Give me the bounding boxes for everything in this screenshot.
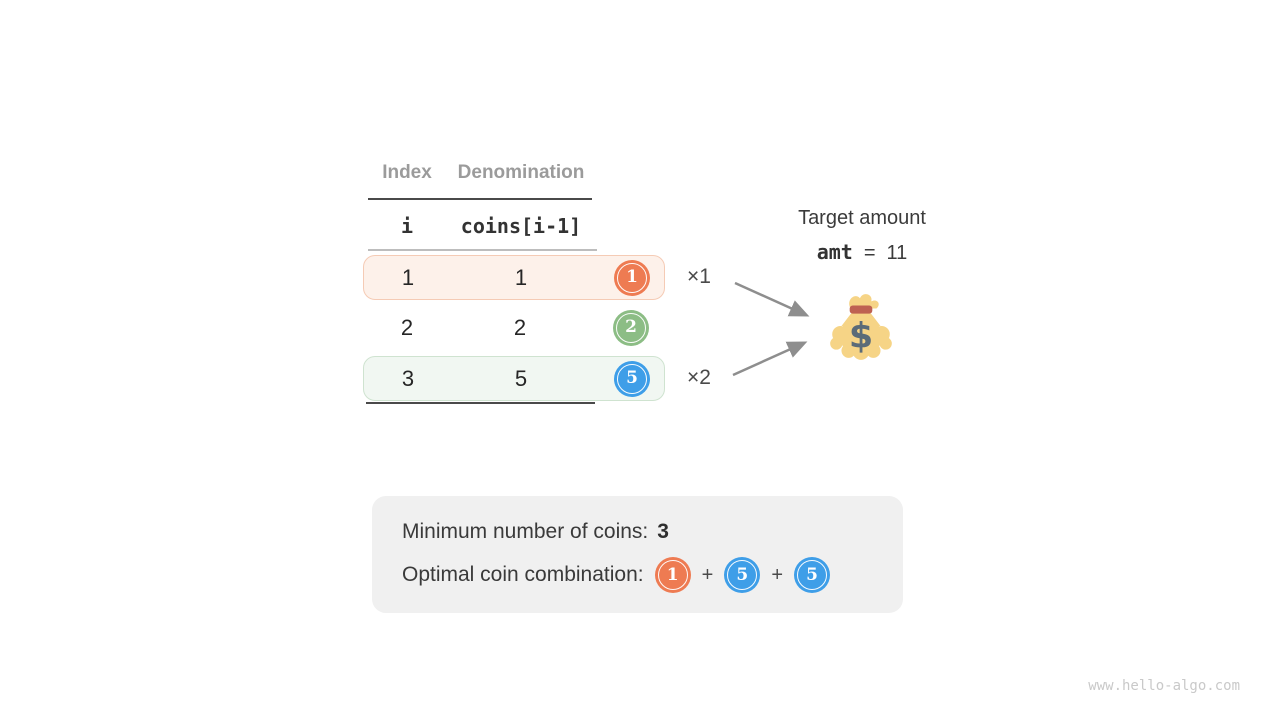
table-row-2: 2 2 2: [363, 305, 665, 350]
equals-sign: =: [863, 242, 876, 264]
target-variable: amt: [816, 240, 853, 264]
combination-coin-1-label: 1: [666, 564, 679, 585]
target-value: 11: [886, 242, 908, 264]
min-coins-line: Minimum number of coins: 3: [402, 520, 669, 544]
table-bottom-divider: [366, 402, 595, 404]
target-amount-title: Target amount: [798, 207, 926, 229]
combination-label: Optimal coin combination:: [402, 563, 644, 586]
row3-denomination: 5: [514, 365, 528, 391]
column-header-index: Index: [382, 162, 432, 183]
row2-index: 2: [400, 314, 414, 340]
multiplier-times-1: ×1: [687, 265, 711, 288]
coin-5-icon: 5: [614, 360, 650, 397]
table-row-3: 3 5 5: [363, 356, 665, 401]
arrow-row1-icon: [734, 281, 810, 317]
table-subheader-divider: [368, 249, 597, 251]
table-row-1: 1 1 1: [363, 255, 665, 300]
code-header-i: i: [400, 214, 414, 238]
coin-2-icon: 2: [613, 309, 649, 346]
row2-denomination: 2: [513, 314, 527, 340]
coin-5-label: 5: [626, 368, 638, 388]
result-box: Minimum number of coins: 3 Optimal coin …: [372, 496, 903, 613]
min-coins-value: 3: [657, 520, 669, 543]
coin-1-label: 1: [626, 267, 638, 287]
row3-index: 3: [401, 365, 415, 391]
code-header-coins: coins[i-1]: [460, 214, 582, 238]
min-coins-label: Minimum number of coins:: [402, 520, 649, 543]
combination-coin-5b-icon: 5: [794, 557, 830, 593]
combination-coin-5a-label: 5: [736, 564, 749, 585]
plus-operator: +: [701, 563, 714, 586]
plus-operator: +: [771, 563, 783, 586]
arrow-row3-icon: [732, 341, 808, 377]
row1-denomination: 1: [514, 264, 528, 290]
table-header-divider: [368, 198, 592, 200]
optimal-combination-line: Optimal coin combination: 1 + 5 + 5: [402, 557, 830, 593]
watermark: www.hello-algo.com: [1088, 678, 1240, 694]
row1-index: 1: [401, 264, 415, 290]
target-amount-block: Target amount amt = 11: [742, 207, 982, 265]
combination-coin-5a-icon: 5: [724, 557, 761, 593]
column-header-denomination: Denomination: [457, 162, 585, 183]
multiplier-times-2: ×2: [687, 366, 711, 389]
target-amount-equation: amt = 11: [742, 240, 982, 265]
arrows-to-bag: [732, 281, 810, 377]
coin-2-label: 2: [625, 317, 637, 337]
combination-coin-1-icon: 1: [654, 557, 691, 593]
combination-coin-5b-label: 5: [806, 564, 818, 585]
coin-1-icon: 1: [614, 259, 650, 296]
dollar-sign: $: [849, 317, 873, 357]
money-bag-icon: $: [830, 294, 892, 360]
